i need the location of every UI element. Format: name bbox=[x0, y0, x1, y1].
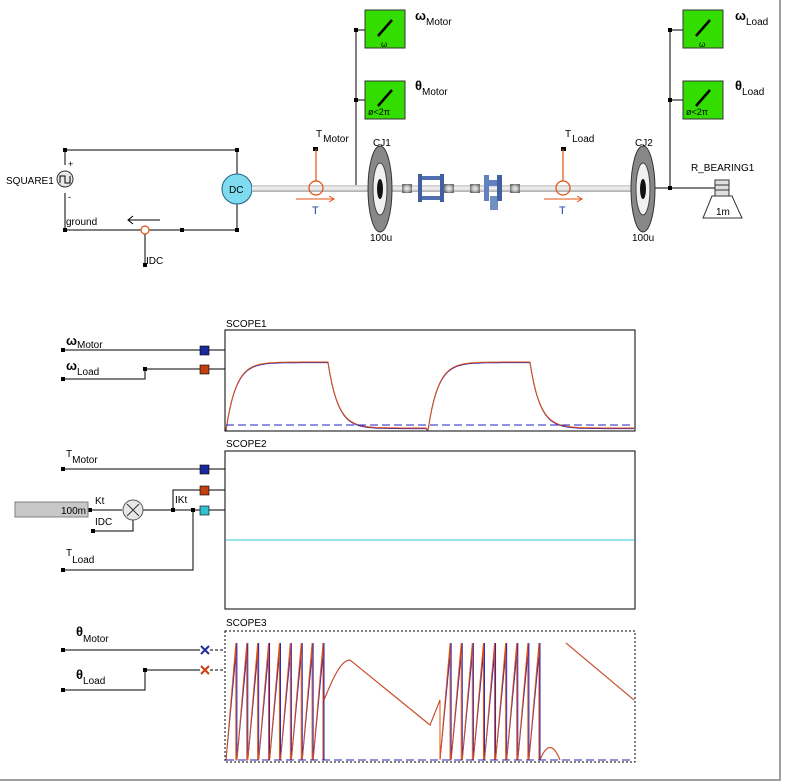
scope1-port-2[interactable] bbox=[199, 364, 210, 375]
rotary-bearing[interactable] bbox=[702, 179, 743, 219]
scope2-panel[interactable] bbox=[224, 450, 636, 610]
scope2-port-1[interactable] bbox=[199, 464, 210, 475]
bearing-label: R_BEARING1 bbox=[691, 163, 755, 174]
shaft-motor bbox=[252, 185, 382, 192]
omega-motor-sensor[interactable]: ω bbox=[364, 9, 406, 49]
scope1-in1-label: ωMotor bbox=[66, 333, 103, 351]
torque-sensor-motor[interactable] bbox=[296, 149, 335, 203]
idc-input-label: IDC bbox=[95, 517, 112, 528]
constant-block[interactable]: 100m bbox=[14, 501, 89, 518]
scope3-theta-motor-trace bbox=[225, 642, 635, 761]
scope1-omega-load-trace bbox=[225, 361, 634, 432]
scope1-port-1[interactable] bbox=[199, 345, 210, 356]
ground-label: ground bbox=[66, 217, 97, 228]
scope1-panel[interactable] bbox=[224, 329, 636, 432]
scope-traces bbox=[225, 361, 635, 761]
t-load-label: TLoad bbox=[565, 129, 594, 145]
scope3-port-1[interactable] bbox=[200, 645, 225, 655]
scope1-title: SCOPE1 bbox=[226, 319, 267, 330]
cj1-inertia[interactable] bbox=[367, 145, 393, 233]
square-source[interactable] bbox=[56, 170, 74, 188]
wire-junctions bbox=[63, 28, 672, 267]
cj2-value: 100u bbox=[632, 233, 654, 244]
cj1-label: CJ1 bbox=[373, 138, 391, 149]
bearing-value: 1m bbox=[716, 207, 730, 218]
omega-load-label: ωLoad bbox=[735, 8, 768, 28]
minus-sign: - bbox=[68, 192, 71, 202]
theta-motor-label: θMotor bbox=[415, 78, 448, 98]
source-label: SQUARE1 bbox=[6, 176, 54, 187]
ikt-label: IKt bbox=[175, 495, 187, 506]
multiplier-block[interactable] bbox=[122, 499, 144, 521]
coupling-1[interactable] bbox=[402, 174, 454, 202]
scope2-title: SCOPE2 bbox=[226, 439, 267, 450]
cj2-inertia[interactable] bbox=[630, 145, 656, 233]
scope3-in2-label: θLoad bbox=[76, 667, 105, 687]
omega-load-sensor[interactable]: ω bbox=[682, 9, 724, 49]
omega-motor-sensor-glyph: ω bbox=[381, 40, 387, 49]
theta-load-sensor[interactable]: ø<2π bbox=[682, 80, 724, 120]
t-motor-glyph: T bbox=[312, 205, 319, 217]
scope3-title: SCOPE3 bbox=[226, 618, 267, 629]
kt-label: Kt bbox=[95, 496, 105, 507]
cj2-label: CJ2 bbox=[635, 138, 653, 149]
theta-motor-sensor[interactable]: ø<2π bbox=[364, 80, 406, 120]
cj1-value: 100u bbox=[370, 233, 392, 244]
t-motor-label: TMotor bbox=[316, 129, 349, 145]
scope1-in2-label: ωLoad bbox=[66, 358, 99, 378]
t-load-glyph: T bbox=[559, 205, 566, 217]
scope2-in3-label: TLoad bbox=[66, 548, 94, 566]
theta-motor-sensor-glyph: ø<2π bbox=[368, 107, 390, 117]
scope2-port-2[interactable] bbox=[199, 485, 210, 496]
scope-wire-junctions bbox=[61, 348, 195, 692]
theta-load-label: θLoad bbox=[735, 78, 764, 98]
coupling-2[interactable] bbox=[470, 175, 520, 210]
scope2-in1-label: TMotor bbox=[66, 449, 98, 466]
motor-label: DC bbox=[229, 185, 243, 196]
scope-input-wires bbox=[63, 349, 225, 691]
omega-motor-label: ωMotor bbox=[415, 8, 452, 28]
scope3-in1-label: θMotor bbox=[76, 624, 109, 645]
omega-load-sensor-glyph: ω bbox=[699, 40, 705, 49]
torque-sensor-load[interactable] bbox=[544, 149, 583, 203]
current-sensor[interactable] bbox=[127, 215, 160, 235]
plus-sign: + bbox=[68, 159, 73, 169]
theta-load-sensor-glyph: ø<2π bbox=[686, 107, 708, 117]
idc-label: IDC bbox=[146, 256, 163, 267]
scope3-port-2[interactable] bbox=[200, 665, 225, 675]
scope2-port-3[interactable] bbox=[199, 505, 210, 516]
constant-value: 100m bbox=[61, 506, 86, 517]
